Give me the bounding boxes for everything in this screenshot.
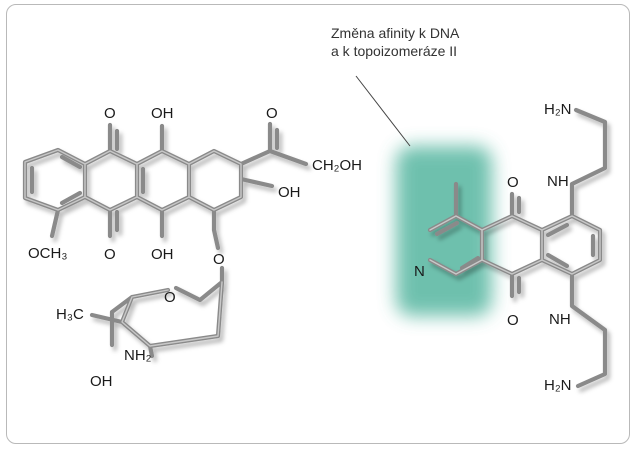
dox-ketone-bottom: O: [104, 246, 116, 263]
pix-ketone-bottom: O: [507, 312, 519, 329]
annotation-line-1: Změna afinity k DNA: [331, 25, 460, 41]
dox-methoxy: OCH₃: [28, 245, 67, 262]
pix-nh-bottom: NH: [549, 311, 571, 328]
pix-ketone-top: O: [507, 174, 519, 191]
pixantrone-structure: [427, 107, 608, 389]
dox-ring-oxygen: O: [164, 289, 176, 306]
dox-methyl: H₃C: [56, 306, 84, 323]
dox-ch2oh: CH₂OH: [312, 157, 362, 174]
pixantrone-double-bonds: [434, 195, 596, 295]
doxorubicin-structure: [22, 121, 309, 359]
pix-pyridine-nitrogen: N: [414, 263, 425, 280]
dox-hydroxyl-c9: OH: [278, 184, 301, 201]
daunosamine-sugar-bonds: [89, 265, 225, 359]
pix-amine-bottom: H₂N: [544, 377, 572, 394]
doxorubicin-bonds: [22, 121, 309, 251]
dox-hydroxyl-top: OH: [151, 105, 174, 122]
annotation-line-2: a k topoizomeráze II: [331, 43, 457, 59]
doxorubicin-double-bonds: [29, 127, 280, 233]
dox-ketone-side: O: [266, 105, 278, 122]
annotation-pointer-line: [355, 75, 411, 147]
dox-ketone-top: O: [104, 105, 116, 122]
pix-amine-top: H₂N: [544, 101, 572, 118]
dox-hydroxyl-bottom: OH: [151, 246, 174, 263]
pix-nh-top: NH: [547, 173, 569, 190]
dox-glycoside-oxygen: O: [213, 251, 225, 268]
dox-amine: NH₂: [124, 347, 152, 364]
dox-sugar-hydroxyl: OH: [90, 373, 113, 390]
